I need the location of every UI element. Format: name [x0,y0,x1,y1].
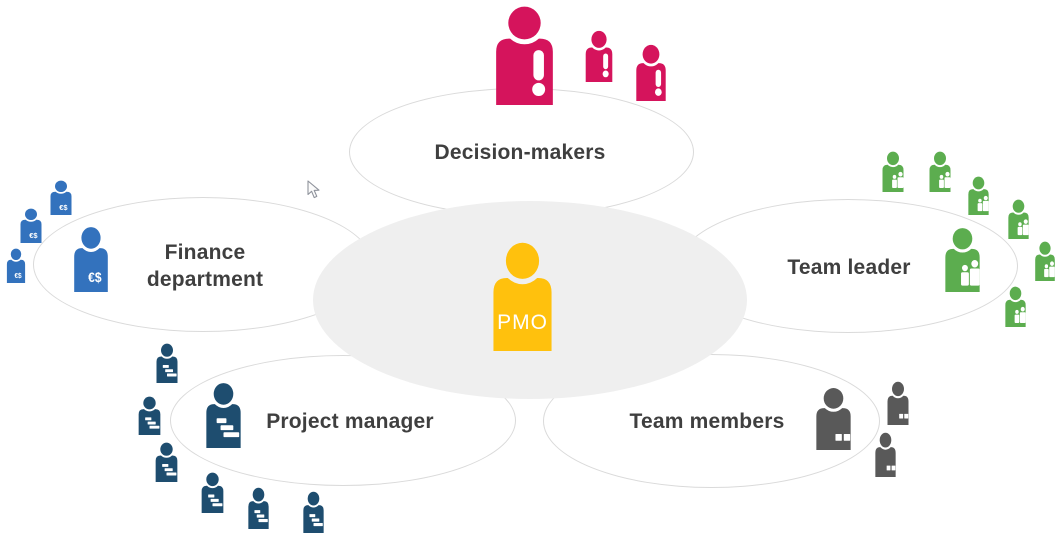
project-manager-icon [299,491,328,533]
project-manager-label: Project manager [266,410,434,433]
team-members-label: Team members [629,410,785,433]
pmo-label: PMO [497,311,548,334]
project-manager-icon [151,442,182,482]
team-leader-label: Team leader [787,256,911,279]
project-manager-icon [134,396,165,435]
team-leader-icon [925,151,955,192]
team-member-icon [871,432,900,477]
decision-maker-icon [484,5,565,105]
project-manager-icon [152,343,182,383]
decision-makers-ellipse [349,88,694,216]
finance-icon [16,208,46,243]
team-leader-icon [1001,286,1030,327]
finance-icon [3,248,29,283]
mouse-cursor-icon [307,180,320,199]
decision-maker-icon [580,30,618,82]
finance-department-label: Finance department [95,239,315,293]
decision-maker-icon [630,44,672,101]
decision-makers-label: Decision-makers [434,141,606,164]
team-leader-icon [964,176,993,215]
finance-label-line2: department [146,268,264,291]
finance-icon [46,180,76,215]
project-manager-icon [197,472,228,513]
team-leader-icon [878,151,908,192]
project-manager-icon [244,487,273,529]
team-member-icon [883,381,913,425]
finance-label-line1: Finance [164,241,246,264]
team-leader-icon [1004,199,1033,239]
team-leader-icon [1031,241,1059,281]
